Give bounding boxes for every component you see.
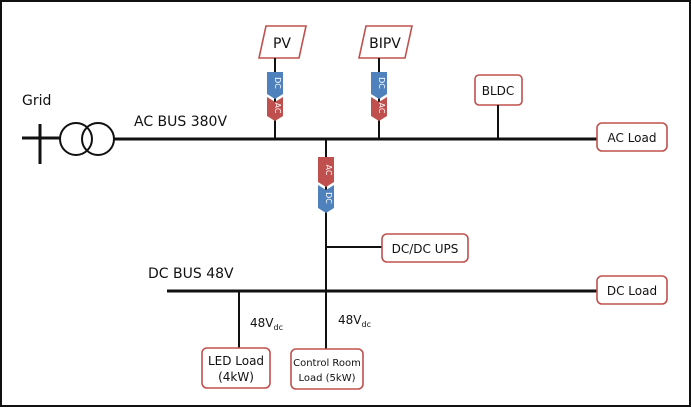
led-load-label-line2: (4kW) — [218, 370, 254, 384]
main-converter-ac-segment — [318, 157, 334, 187]
pv-converter-top-label: DC — [273, 77, 282, 89]
ac-bus-label: AC BUS 380V — [134, 114, 227, 130]
bipv-converter-ac-segment — [371, 97, 387, 121]
bldc-label: BLDC — [482, 84, 515, 98]
control-room-voltage-label: 48Vdc — [338, 313, 371, 329]
control-room-load-box — [290, 348, 364, 390]
grid-label: Grid — [22, 93, 51, 109]
led-voltage-main: 48V — [250, 316, 274, 330]
dc-load-box — [596, 275, 668, 305]
control-room-voltage-main: 48V — [338, 313, 362, 327]
pv-converter-bottom-label: AC — [273, 103, 282, 114]
dc-bus-label: DC BUS 48V — [148, 266, 234, 282]
led-load-label-line1: LED Load — [208, 354, 264, 368]
pv-converter-ac-segment — [267, 97, 283, 121]
dcdc-ups-box — [381, 233, 469, 263]
pv-source-box — [258, 25, 307, 59]
bipv-source-label: BIPV — [369, 36, 401, 52]
bipv-converter-top-label: DC — [377, 77, 386, 89]
dc-load-label: DC Load — [607, 284, 657, 298]
led-voltage-label: 48Vdc — [250, 316, 283, 332]
main-converter-top-label: AC — [324, 165, 333, 176]
transformer-primary-icon — [59, 122, 93, 156]
main-converter-dc-segment — [318, 185, 334, 213]
control-room-label-line1: Control Room — [293, 358, 361, 369]
control-room-label-line2: Load (5kW) — [298, 373, 355, 384]
pv-source-label: PV — [273, 36, 291, 52]
bipv-source-box — [358, 25, 413, 59]
dcdc-ups-label: DC/DC UPS — [392, 242, 459, 256]
transformer-secondary-icon — [81, 122, 115, 156]
ac-load-label: AC Load — [608, 131, 657, 145]
main-converter-bottom-label: DC — [324, 192, 333, 204]
ac-load-box — [596, 122, 668, 152]
pv-converter-dc-segment — [267, 72, 283, 99]
led-voltage-sub: dc — [273, 323, 282, 332]
bipv-converter-bottom-label: AC — [377, 103, 386, 114]
led-load-box — [201, 347, 271, 389]
control-room-voltage-sub: dc — [361, 320, 370, 329]
bipv-converter-dc-segment — [371, 72, 387, 99]
